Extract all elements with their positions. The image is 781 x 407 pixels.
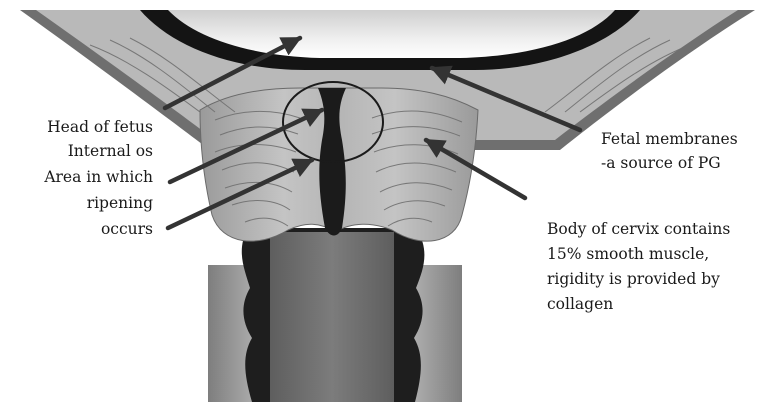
label-cervix-body-line-4: collagen	[547, 293, 613, 315]
label-cervix-body-line-1: Body of cervix contains	[547, 218, 730, 240]
label-fetal-membranes-line-1: Fetal membranes	[601, 128, 738, 150]
vaginal-canal-lumen	[270, 232, 394, 402]
label-internal-os: Internal os	[68, 140, 153, 162]
label-ripening-area-line-3: occurs	[101, 218, 153, 240]
label-ripening-area-line-2: ripening	[87, 192, 153, 214]
label-cervix-body-line-2: 15% smooth muscle,	[547, 243, 709, 265]
label-ripening-area-line-1: Area in which	[44, 166, 153, 188]
label-fetal-membranes-line-2: -a source of PG	[601, 152, 721, 174]
label-cervix-body-line-3: rigidity is provided by	[547, 268, 720, 290]
label-head-of-fetus: Head of fetus	[47, 116, 153, 138]
